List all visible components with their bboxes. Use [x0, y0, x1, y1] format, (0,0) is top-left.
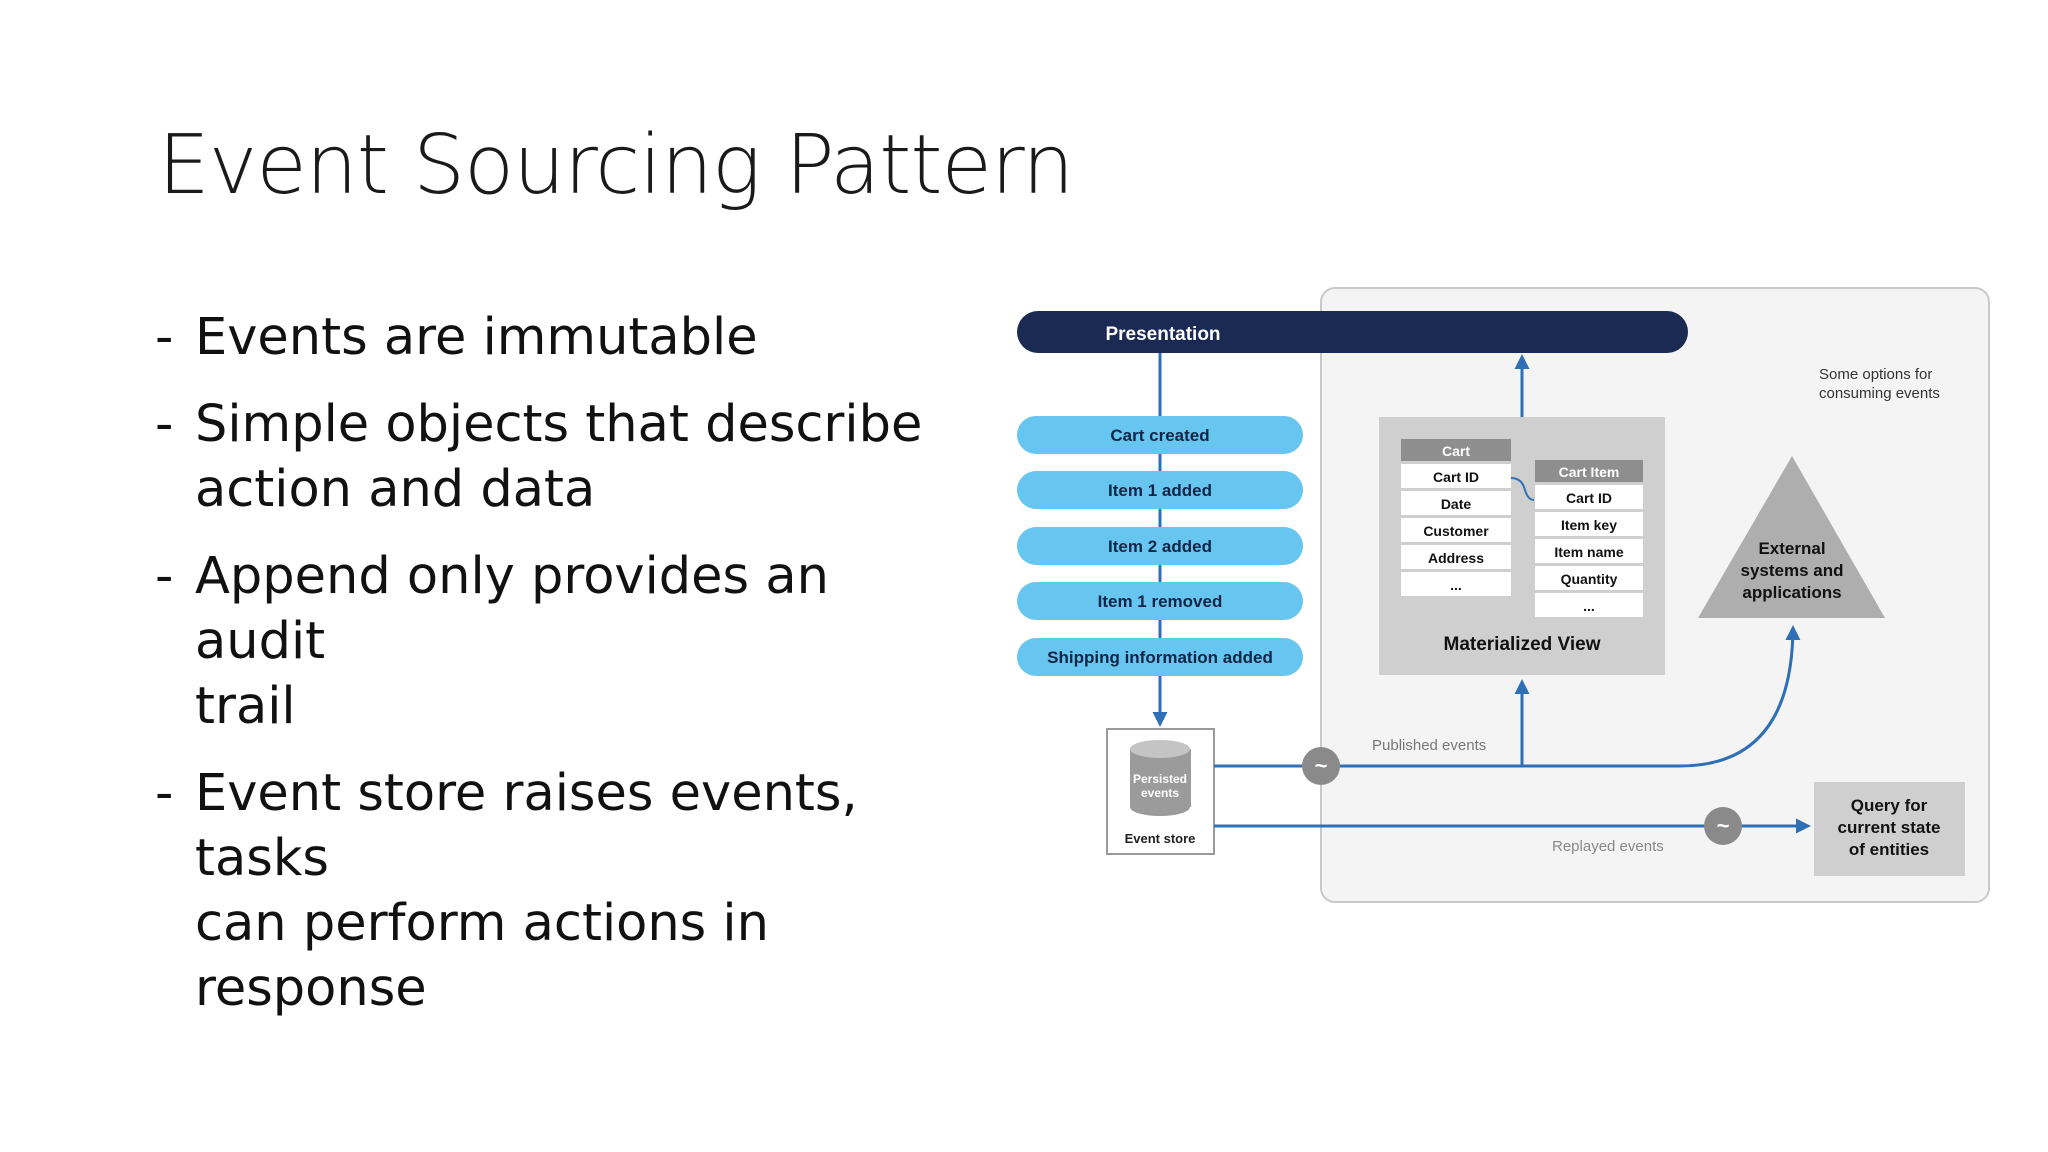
bullet-dash: -	[155, 308, 174, 367]
presentation-label: Presentation	[1105, 324, 1220, 345]
replayed-stream-icon	[1704, 807, 1742, 845]
event-pill: Shipping information added	[1017, 638, 1303, 676]
persisted-events-label: events	[1141, 786, 1179, 800]
cart-item-table-cell: Quantity	[1561, 571, 1618, 587]
cart-item-table-header: Cart Item	[1559, 464, 1620, 480]
options-note: Some options for	[1819, 366, 1932, 383]
external-systems-label: applications	[1742, 583, 1841, 602]
external-systems-triangle	[1698, 456, 1885, 618]
cart-table: Cart Cart ID Date Customer Address ...	[1401, 439, 1511, 596]
external-systems-label: systems and	[1741, 561, 1844, 580]
bullet-dash: -	[155, 764, 174, 823]
bullet-line: can perform actions in	[195, 894, 769, 953]
bullet-line: response	[195, 959, 427, 1018]
event-store-label: Event store	[1125, 831, 1196, 846]
cart-item-table-cell: ...	[1583, 598, 1595, 614]
cart-item-table-cell: Cart ID	[1566, 490, 1612, 506]
published-stream-icon	[1302, 747, 1340, 785]
table-relation-line	[1510, 477, 1535, 501]
replayed-events-label: Replayed events	[1552, 838, 1664, 855]
query-label: Query for	[1851, 796, 1928, 815]
event-label: Shipping information added	[1047, 648, 1273, 667]
query-label: of entities	[1849, 840, 1929, 859]
query-box	[1814, 782, 1965, 876]
event-label: Item 2 added	[1108, 537, 1212, 556]
bullet-event-store: - Event store raises events, tasks can p…	[155, 761, 955, 1021]
cart-item-table-cell: Item name	[1554, 544, 1623, 560]
bullet-append-only: - Append only provides an audit trail	[155, 544, 955, 739]
tilde-icon: ~	[1717, 813, 1730, 838]
bullet-line: trail	[195, 677, 296, 736]
external-systems-label: External	[1758, 539, 1825, 558]
bullet-dash: -	[155, 547, 174, 606]
bullet-line: Event store raises events, tasks	[195, 764, 858, 888]
cart-table-cell: Address	[1428, 550, 1484, 566]
query-label: current state	[1838, 818, 1941, 837]
cart-table-header: Cart	[1442, 443, 1470, 459]
persisted-events-label: Persisted	[1133, 772, 1187, 786]
cart-table-cell: Customer	[1423, 523, 1489, 539]
cart-table-cell: Cart ID	[1433, 469, 1479, 485]
published-events-path	[1214, 625, 1801, 768]
bullet-line: Append only provides an audit	[195, 547, 829, 671]
bullet-line: action and data	[195, 460, 596, 519]
database-icon	[1130, 740, 1191, 816]
cart-table-cell: ...	[1450, 577, 1462, 593]
event-pill: Item 1 removed	[1017, 582, 1303, 620]
event-label: Item 1 added	[1108, 481, 1212, 500]
event-label: Cart created	[1110, 426, 1209, 445]
tilde-icon: ~	[1315, 753, 1328, 778]
materialized-view-label: Materialized View	[1444, 634, 1601, 655]
options-note: consuming events	[1819, 385, 1940, 402]
event-pill: Item 1 added	[1017, 471, 1303, 509]
bullet-simple-objects: - Simple objects that describe action an…	[155, 392, 955, 522]
published-events-label: Published events	[1372, 737, 1486, 754]
bullet-dash: -	[155, 395, 174, 454]
event-label: Item 1 removed	[1098, 592, 1223, 611]
bullet-list: - Events are immutable - Simple objects …	[155, 305, 955, 1043]
event-pill: Item 2 added	[1017, 527, 1303, 565]
bullet-line: Events are immutable	[195, 308, 758, 367]
slide-title: Event Sourcing Pattern	[158, 118, 1074, 213]
presentation-bar	[1017, 311, 1688, 353]
cart-table-cell: Date	[1441, 496, 1472, 512]
cart-item-table-cell: Item key	[1561, 517, 1617, 533]
event-pill: Cart created	[1017, 416, 1303, 454]
bullet-immutable: - Events are immutable	[155, 305, 955, 370]
cart-item-table: Cart Item Cart ID Item key Item name Qua…	[1535, 460, 1643, 617]
bullet-line: Simple objects that describe	[195, 395, 923, 454]
